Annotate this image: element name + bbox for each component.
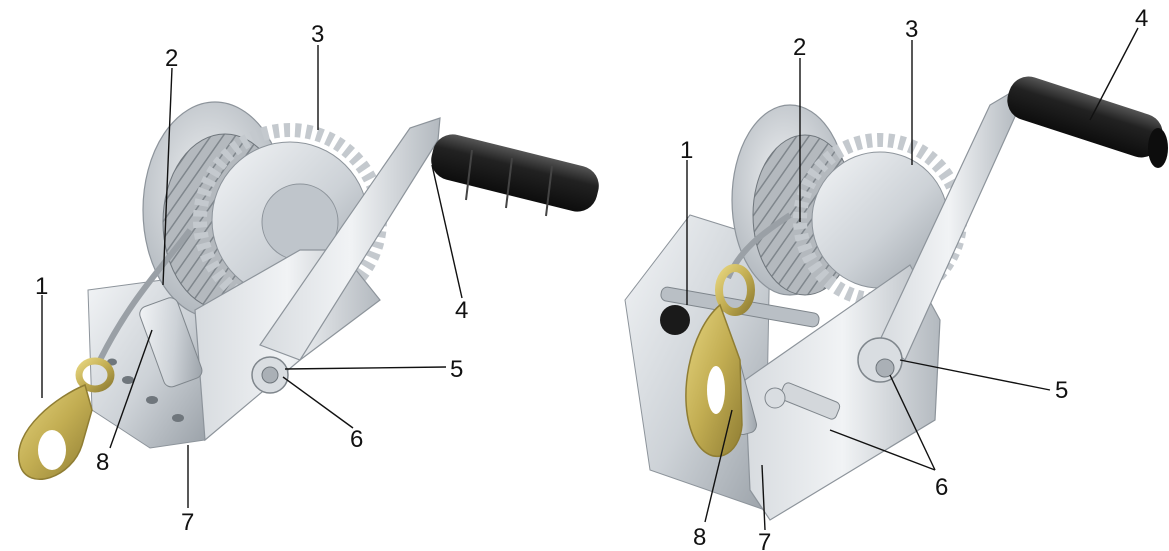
winch-left-crank-arm bbox=[259, 117, 441, 361]
label-6-left: 6 bbox=[350, 426, 363, 453]
winch-right bbox=[624, 76, 1168, 521]
leader-lines bbox=[41, 27, 1139, 531]
label-6-right: 6 bbox=[935, 474, 948, 501]
label-5-left: 5 bbox=[450, 356, 463, 383]
winch-right-shaft-end bbox=[660, 305, 690, 335]
label-1-left: 1 bbox=[35, 273, 48, 300]
winch-left-hook bbox=[17, 357, 115, 480]
label-1-right: 1 bbox=[680, 137, 693, 164]
winch-right-hook bbox=[685, 264, 755, 458]
label-3-right: 3 bbox=[905, 16, 918, 43]
label-8-left: 8 bbox=[96, 449, 109, 476]
label-8-right: 8 bbox=[693, 524, 706, 551]
winch-left-pawl bbox=[139, 297, 203, 388]
winch-left-handle bbox=[431, 134, 599, 217]
label-7-right: 7 bbox=[758, 529, 771, 551]
label-3-left: 3 bbox=[311, 21, 324, 48]
winch-left bbox=[17, 101, 599, 480]
callout-labels: 1 2 3 4 5 6 7 8 1 2 3 4 5 6 7 8 bbox=[35, 5, 1148, 551]
label-4-right: 4 bbox=[1135, 5, 1148, 32]
label-2-right: 2 bbox=[793, 34, 806, 61]
winch-right-handle bbox=[1007, 76, 1168, 168]
label-2-left: 2 bbox=[165, 45, 178, 72]
label-5-right: 5 bbox=[1055, 377, 1068, 404]
winch-right-bolt bbox=[764, 382, 841, 420]
winch-left-cable bbox=[97, 228, 193, 362]
label-4-left: 4 bbox=[455, 297, 468, 324]
label-7-left: 7 bbox=[181, 509, 194, 536]
